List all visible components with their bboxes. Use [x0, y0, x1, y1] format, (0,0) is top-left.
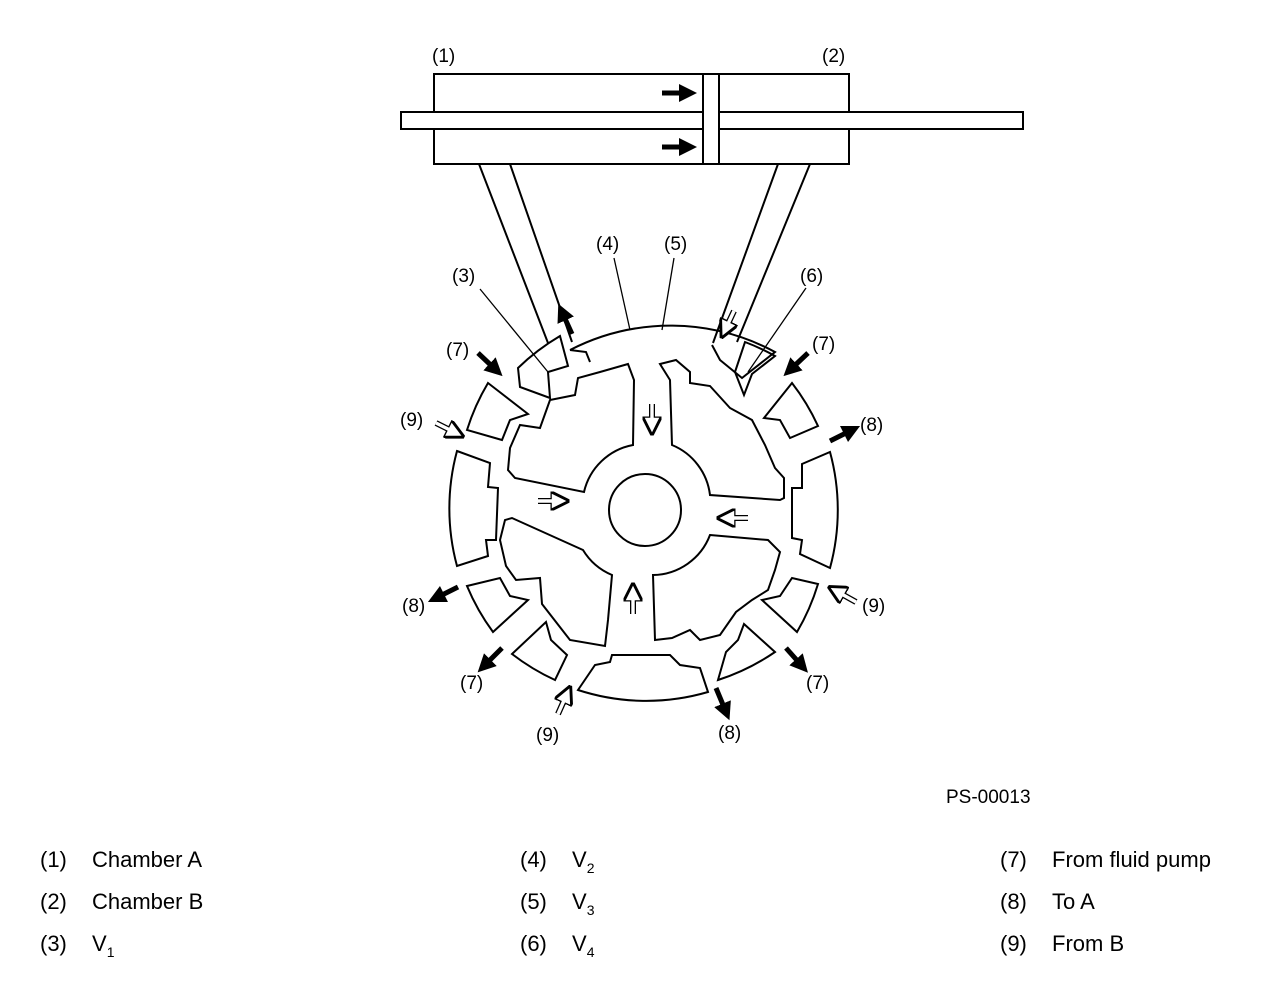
callout-2: (2): [822, 46, 845, 67]
housing-segment: [516, 334, 570, 400]
legend: (1) Chamber A (2) Chamber B (3) V1 (4) V…: [0, 842, 1264, 972]
housing-segment: [791, 450, 839, 570]
legend-text: Chamber A: [92, 847, 203, 872]
leader-line-3: [479, 288, 549, 373]
callout-8: (8): [402, 596, 425, 617]
callout-7: (7): [812, 334, 835, 355]
leader-line-6: [747, 287, 807, 373]
flow-arrow-to-a: [557, 303, 575, 336]
housing-segment: [759, 576, 820, 634]
legend-number: (8): [1000, 889, 1027, 914]
leader-lines: [479, 257, 807, 373]
flow-arrow-fill: [556, 695, 568, 715]
callout-labels: (1) (2) (3) (4) (5) (6) (7) (7) (7) (7) …: [400, 46, 885, 746]
legend-text: From B: [1052, 931, 1125, 956]
line-from-chamber-b: [712, 163, 811, 344]
flow-arrow-fill: [435, 421, 455, 434]
outflow-arrow-to-a: [713, 687, 731, 721]
valve-housing: [448, 324, 839, 702]
legend-number: (3): [40, 931, 67, 956]
housing-segment: [762, 381, 820, 440]
legend-text: V1: [92, 931, 115, 960]
callout-7: (7): [446, 340, 469, 361]
housing-segment: [569, 349, 591, 363]
legend-number: (9): [1000, 931, 1027, 956]
pump-inflow-arrow: [784, 646, 808, 673]
callout-5: (5): [664, 234, 687, 255]
legend-number: (2): [40, 889, 67, 914]
line-to-chamber-a: [478, 163, 573, 344]
fluid-lines: [478, 163, 811, 344]
rotor-outline: [506, 362, 636, 494]
outflow-arrow-to-a: [427, 584, 460, 603]
housing-segment: [576, 654, 710, 702]
leader-line-5: [661, 257, 675, 331]
flow-arrow-fill: [724, 310, 736, 329]
outflow-arrow-to-a: [828, 425, 861, 444]
callout-9: (9): [862, 596, 885, 617]
legend-number: (1): [40, 847, 67, 872]
housing-segment: [465, 381, 531, 442]
callout-4: (4): [596, 234, 619, 255]
valve-rotor: [498, 358, 785, 648]
pump-inflow-arrow: [477, 646, 504, 673]
legend-number: (6): [520, 931, 547, 956]
legend-number: (5): [520, 889, 547, 914]
callout-3: (3): [452, 266, 475, 287]
rotor-outline: [498, 516, 614, 648]
legend-text: From fluid pump: [1052, 847, 1211, 872]
legend-number: (4): [520, 847, 547, 872]
piston: [702, 73, 720, 165]
pump-inflow-arrow: [476, 351, 503, 377]
housing-segment: [448, 449, 500, 568]
rotor-center-bore: [608, 473, 682, 547]
callout-7: (7): [806, 673, 829, 694]
return-arrows: [434, 309, 858, 716]
leader-line-4: [613, 257, 631, 331]
rotor-outline: [651, 533, 782, 642]
legend-text: V3: [572, 889, 595, 918]
legend-text: To A: [1052, 889, 1095, 914]
pump-inflow-arrow: [783, 351, 810, 377]
callout-9: (9): [536, 725, 559, 746]
housing-segment: [733, 340, 777, 398]
legend-text: Chamber B: [92, 889, 204, 914]
callout-9: (9): [400, 410, 423, 431]
callout-8: (8): [718, 723, 741, 744]
rotor-outline: [658, 358, 785, 502]
housing-segment: [465, 576, 531, 634]
legend-text: V4: [572, 931, 595, 960]
pressure-arrows: [427, 303, 861, 721]
power-cylinder: [400, 73, 1024, 165]
housing-segment: [716, 622, 777, 682]
housing-segment: [569, 324, 777, 380]
figure-code: PS-00013: [946, 787, 1031, 808]
callout-7: (7): [460, 673, 483, 694]
callout-6: (6): [800, 266, 823, 287]
flow-arrow-fill: [837, 590, 857, 604]
housing-segment: [510, 620, 569, 682]
legend-text: V2: [572, 847, 595, 876]
callout-8: (8): [860, 415, 883, 436]
callout-1: (1): [432, 46, 455, 67]
rotary-valve-diagram: (1) (2) (3) (4) (5) (6) (7) (7) (7) (7) …: [400, 46, 1031, 808]
legend-number: (7): [1000, 847, 1027, 872]
